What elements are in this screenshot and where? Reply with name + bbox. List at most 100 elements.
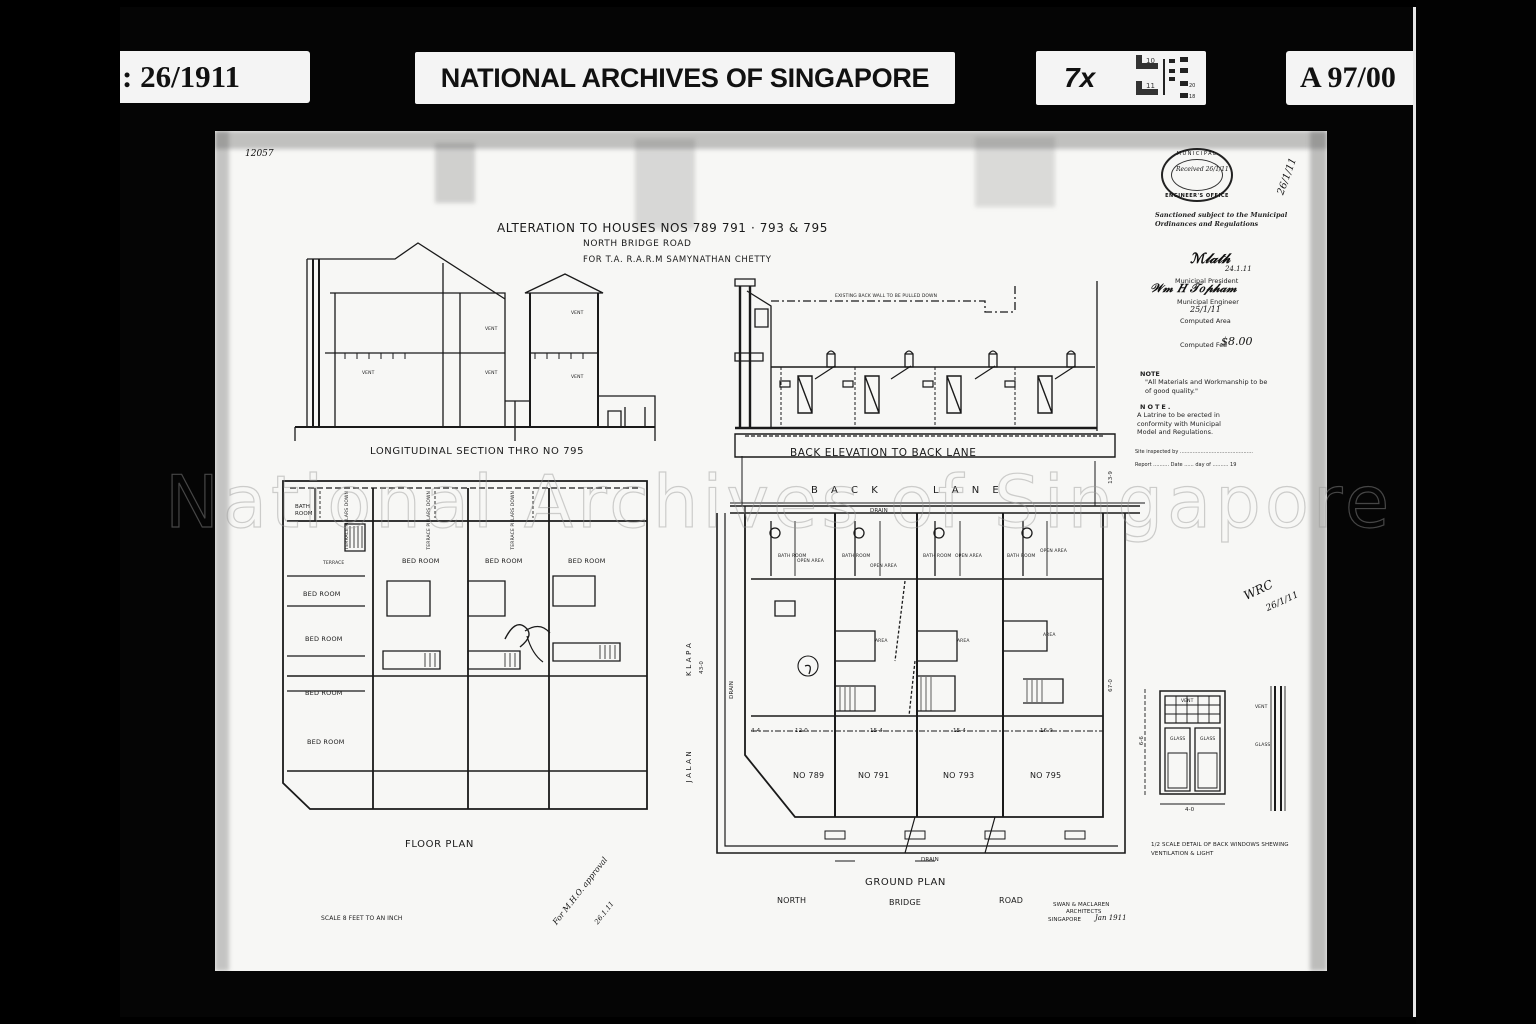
ground-plan-caption: Ground Plan: [865, 877, 946, 888]
president-signature: ℳ𝓁𝒶𝓉𝒽: [1190, 251, 1231, 267]
back-lane-label-2: L A N E: [933, 485, 1004, 496]
stamp-received: Received 26/1/11: [1176, 166, 1229, 173]
house-number: No 793: [943, 771, 975, 780]
computed-area-label: Computed Area: [1180, 317, 1231, 325]
house-number: No 789: [793, 771, 825, 780]
date-text: Date: [1170, 462, 1183, 468]
room-label: Terrace: [323, 561, 345, 566]
dimension-label: 67-0: [1108, 679, 1114, 692]
window-width-dim: 4-0: [1185, 807, 1195, 813]
reduction-ratio-label: 7x 10 11 20 18: [1036, 51, 1206, 105]
reference-number-label: : 26/1911: [120, 51, 310, 103]
archive-name: NATIONAL ARCHIVES OF SINGAPORE: [440, 62, 930, 93]
room-label: Terrace Pillars Down: [511, 491, 516, 550]
viewer-margin-left: [0, 0, 120, 1024]
section-label: Vent: [362, 371, 375, 376]
window-label: Glass: [1170, 737, 1186, 742]
viewer-margin-top: [120, 0, 1416, 7]
resolution-target-icon: 10 11 20 18: [1136, 55, 1195, 100]
window-detail-caption: 1/2 Scale Detail of Back Windows Shewing…: [1151, 842, 1289, 857]
accession-number-label: A 97/00: [1286, 51, 1413, 105]
computed-fee-value: $8.00: [1221, 335, 1253, 348]
drain-label-top: DRAIN: [870, 508, 888, 514]
elevation-note: Existing Back Wall to be Pulled Down: [835, 294, 938, 299]
section-label: Vent: [485, 371, 498, 376]
scan-noise: [975, 137, 1055, 207]
viewer-margin-bottom: [120, 1017, 1416, 1024]
svg-text:18: 18: [1189, 94, 1195, 100]
scan-noise: [1310, 131, 1327, 971]
room-label: Bed Room: [402, 557, 440, 565]
room-label: Bath Room: [295, 504, 313, 517]
jalan-label: J A L A N: [685, 751, 693, 783]
note-heading: NOTE: [1140, 370, 1160, 378]
report-text: Report: [1135, 462, 1152, 468]
stamp-title: MUNICIPAL: [1176, 151, 1218, 157]
area-label: Open Area: [955, 554, 982, 559]
day-of-text: day of: [1195, 462, 1211, 468]
archive-name-label: NATIONAL ARCHIVES OF SINGAPORE: [415, 52, 955, 104]
floor-plan-drawing: [282, 480, 648, 810]
area-label: Bath Room: [842, 554, 871, 559]
room-label: Bed Room: [305, 635, 343, 643]
floor-plan-caption: Floor Plan: [405, 839, 474, 850]
window-height-dim: 6-6: [1139, 736, 1145, 746]
drain-label-left: DRAIN: [729, 681, 735, 699]
back-elevation-caption: Back Elevation to Back Lane: [790, 447, 977, 459]
architectural-drawing-sheet: 12057 Alteration to Houses Nos 789 791 ·…: [215, 131, 1327, 971]
window-label: Vent: [1181, 699, 1194, 704]
window-label: Glass: [1255, 743, 1271, 748]
municipal-engineer-stamp: MUNICIPAL Received 26/1/11 ENGINEER'S OF…: [1161, 148, 1233, 202]
svg-text:10: 10: [1146, 57, 1155, 65]
note-text: A Latrine to be erected in conformity wi…: [1137, 411, 1221, 436]
drain-label-bottom: DRAIN: [921, 857, 939, 863]
drawing-owner: For T.A. R.A.R.M Samynathan Chetty: [583, 255, 772, 265]
room-label: Bed Room: [568, 557, 606, 565]
svg-text:20: 20: [1189, 83, 1195, 89]
area-label: Area: [957, 639, 970, 644]
room-label: Bed Room: [307, 738, 345, 746]
area-label: Bath Room: [1007, 554, 1036, 559]
road-label-road: Road: [999, 896, 1024, 905]
architect-title: Architects: [1066, 909, 1102, 915]
ground-plan-drawing: [716, 456, 1140, 862]
window-detail-drawing: [1144, 686, 1286, 811]
house-number: No 795: [1030, 771, 1062, 780]
house-number: No 791: [858, 771, 890, 780]
viewer-margin-right: [1416, 0, 1536, 1024]
dimension-label: 12-0: [795, 728, 808, 734]
stamp-subtitle: ENGINEER'S OFFICE: [1165, 193, 1229, 199]
scale-note: Scale 8 Feet to an Inch: [321, 915, 403, 922]
drawing-title: Alteration to Houses Nos 789 791 · 793 &…: [497, 221, 828, 235]
dimension-label: 13-9: [1108, 471, 1114, 484]
report-line: Report .......... Date ...... day of ...…: [1135, 462, 1237, 468]
dimension-label: 15-4: [870, 728, 883, 734]
film-edge: [1413, 7, 1416, 1017]
dimension-label: 16-9: [1040, 728, 1053, 734]
president-date: 24.1.11: [1225, 265, 1252, 273]
drawing-linework: [282, 242, 1286, 862]
site-inspected-text: Site inspected by: [1135, 449, 1179, 455]
window-label: Vent: [1255, 705, 1268, 710]
road-label-north: North: [777, 896, 807, 905]
computed-fee-label: Computed Fee: [1180, 341, 1228, 349]
longitudinal-section-drawing: [294, 242, 656, 441]
back-lane-label-1: B A C K: [811, 485, 883, 496]
year-text: 19: [1230, 462, 1237, 468]
section-label: Vent: [571, 375, 584, 380]
scan-noise: [215, 131, 229, 971]
scan-noise: [435, 143, 475, 203]
room-label: Terrace Pillars Down: [345, 491, 350, 550]
area-label: Open Area: [870, 564, 897, 569]
area-label: Area: [1043, 633, 1056, 638]
architect-city: Singapore: [1048, 917, 1082, 923]
engineer-label: Municipal Engineer: [1177, 298, 1239, 306]
dimension-label: 4-4: [751, 728, 761, 734]
longitudinal-section-caption: Longitudinal Section Thro No 795: [370, 446, 585, 457]
scan-noise: [635, 139, 695, 229]
note-heading: NOTE.: [1140, 403, 1173, 411]
site-inspected-label: Site inspected by ......................…: [1135, 449, 1253, 455]
stamp-inner-ring: Received 26/1/11: [1171, 159, 1229, 191]
architect-name: Swan & Maclaren: [1053, 902, 1110, 908]
room-label: Terrace Pillars Down: [427, 491, 432, 550]
